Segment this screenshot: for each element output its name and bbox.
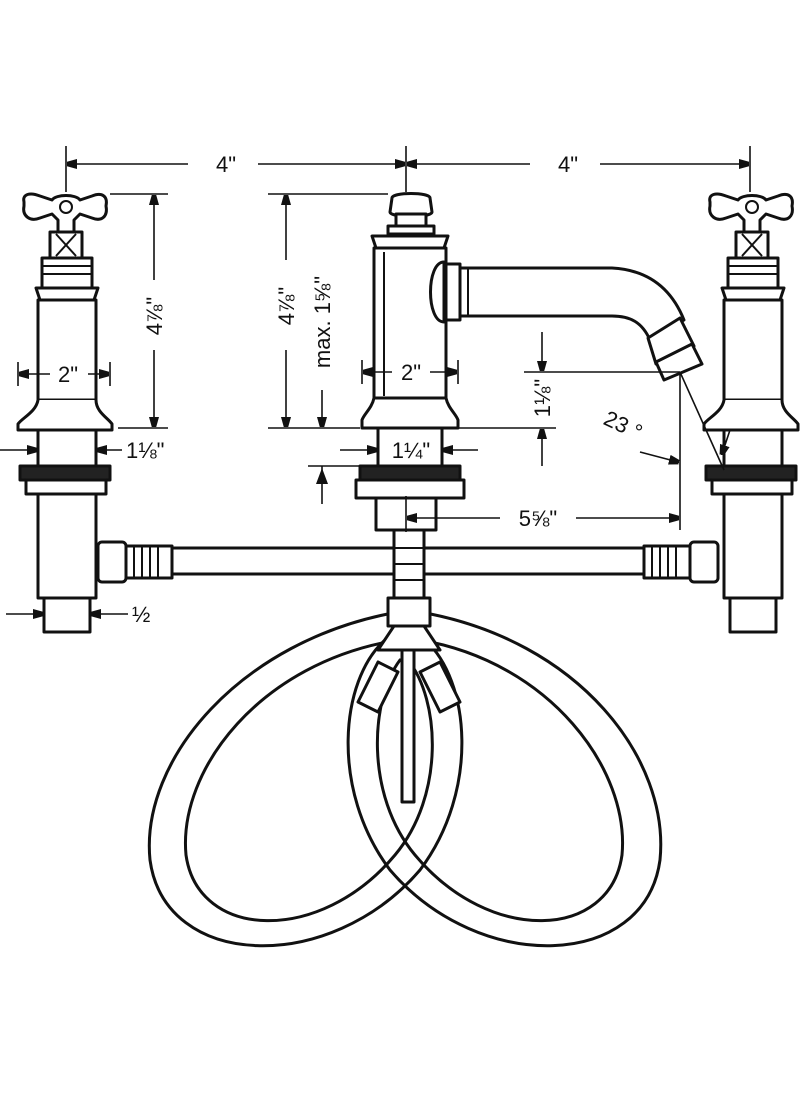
dimension-labels: 4" 4" 4⅞" 2" 1⅛" ½ 4⅞" max. 1⅝" 2" 1¼" 1… (58, 152, 646, 627)
label-handle-height: 4⅞" (142, 297, 167, 335)
right-handle-valve (702, 192, 800, 634)
label-spout-shank-width: 1¼" (392, 438, 430, 463)
label-handle-shank-width: 1⅛" (126, 438, 164, 463)
center-spout (354, 192, 704, 804)
label-handle-base-width: 2" (58, 362, 78, 387)
label-left-spacing: 4" (216, 152, 236, 177)
label-handle-supply-width: ½ (132, 602, 150, 627)
label-spout-height: 4⅞" (274, 287, 299, 325)
label-right-spacing: 4" (558, 152, 578, 177)
dimension-lines (0, 146, 751, 614)
label-spout-max-deck: max. 1⅝" (310, 276, 335, 368)
label-spout-reach: 5⅝" (519, 506, 557, 531)
supply-hoses (147, 610, 663, 948)
left-handle-valve (16, 192, 114, 634)
label-spout-angle: 23 ° (600, 406, 646, 445)
label-aerator-clearance: 1⅛" (530, 379, 555, 417)
label-spout-base-width: 2" (401, 360, 421, 385)
